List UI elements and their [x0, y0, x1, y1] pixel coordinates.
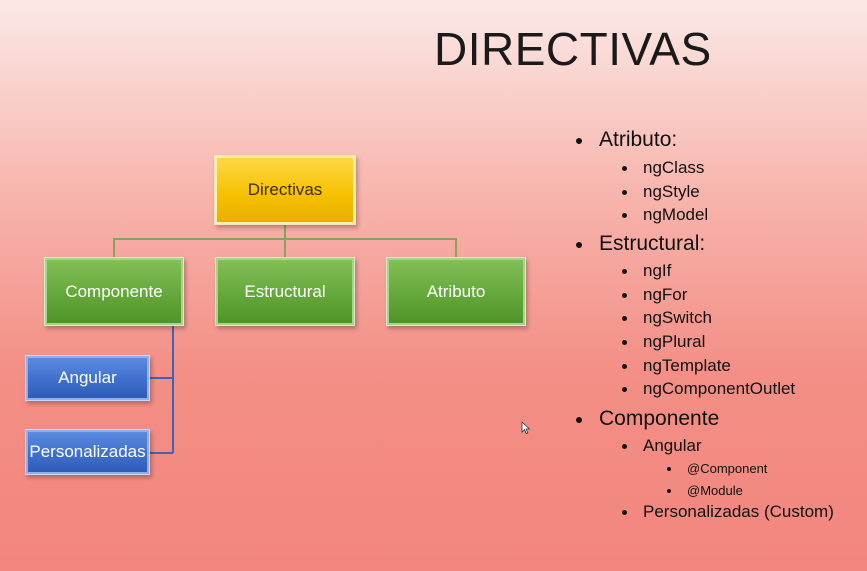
list-item-componente: Componente — [576, 407, 720, 431]
slide-title: DIRECTIVAS — [434, 23, 712, 75]
list-item-label: Estructural: — [599, 232, 706, 255]
list-item-estructural: Estructural: — [576, 232, 706, 256]
list-item-label: ngClass — [643, 158, 705, 177]
node-personalizadas: Personalizadas — [25, 429, 150, 475]
bullet-icon — [622, 340, 627, 345]
list-item-label: ngSwitch — [643, 308, 712, 327]
mouse-cursor-icon — [521, 421, 531, 435]
bullet-icon — [622, 510, 627, 515]
list-item-label: ngModel — [643, 205, 709, 224]
list-item: ngStyle — [622, 182, 700, 202]
bullet-icon — [622, 293, 627, 298]
bullet-icon — [622, 213, 627, 218]
list-item-label: @Component — [687, 461, 768, 476]
bullet-icon — [576, 417, 582, 423]
connector-atributo — [455, 238, 457, 257]
list-item: @Component — [667, 461, 768, 476]
list-item: Angular — [622, 436, 702, 456]
list-item: ngClass — [622, 158, 705, 178]
node-estructural: Estructural — [215, 257, 355, 326]
list-item: @Module — [667, 483, 743, 498]
connector-root-down — [284, 225, 286, 239]
list-item: Personalizadas (Custom) — [622, 502, 834, 522]
connector-personalizadas — [150, 452, 173, 454]
bullet-icon — [622, 316, 627, 321]
list-item: ngIf — [622, 261, 672, 281]
list-item: ngTemplate — [622, 356, 731, 376]
node-angular: Angular — [25, 355, 150, 401]
connector-componente-down — [172, 326, 174, 453]
list-item: ngSwitch — [622, 308, 712, 328]
connector-angular — [150, 377, 173, 379]
bullet-icon — [622, 190, 627, 195]
bullet-icon — [667, 489, 671, 493]
bullet-icon — [622, 269, 627, 274]
list-item-label: ngComponentOutlet — [643, 379, 796, 398]
bullet-icon — [667, 467, 671, 471]
list-item-label: ngIf — [643, 261, 672, 280]
list-item-label: ngPlural — [643, 332, 706, 351]
bullet-icon — [622, 364, 627, 369]
node-atributo: Atributo — [386, 257, 526, 326]
bullet-icon — [622, 166, 627, 171]
connector-componente — [113, 238, 115, 257]
list-item-label: Personalizadas (Custom) — [643, 502, 834, 521]
list-item: ngModel — [622, 205, 709, 225]
bullet-icon — [622, 387, 627, 392]
list-item: ngPlural — [622, 332, 706, 352]
list-item-label: Componente — [599, 407, 720, 430]
node-componente: Componente — [44, 257, 184, 326]
list-item-label: Atributo: — [599, 128, 678, 151]
list-item-label: ngFor — [643, 285, 688, 304]
list-item: ngFor — [622, 285, 688, 305]
list-item: ngComponentOutlet — [622, 379, 796, 399]
node-directivas: Directivas — [214, 155, 356, 225]
connector-estructural — [284, 238, 286, 257]
bullet-icon — [576, 242, 582, 248]
bullet-icon — [622, 444, 627, 449]
bullet-icon — [576, 138, 582, 144]
list-item-label: Angular — [643, 436, 702, 455]
list-item-atributo: Atributo: — [576, 128, 678, 152]
list-item-label: ngTemplate — [643, 356, 731, 375]
list-item-label: ngStyle — [643, 182, 700, 201]
list-item-label: @Module — [687, 483, 743, 498]
